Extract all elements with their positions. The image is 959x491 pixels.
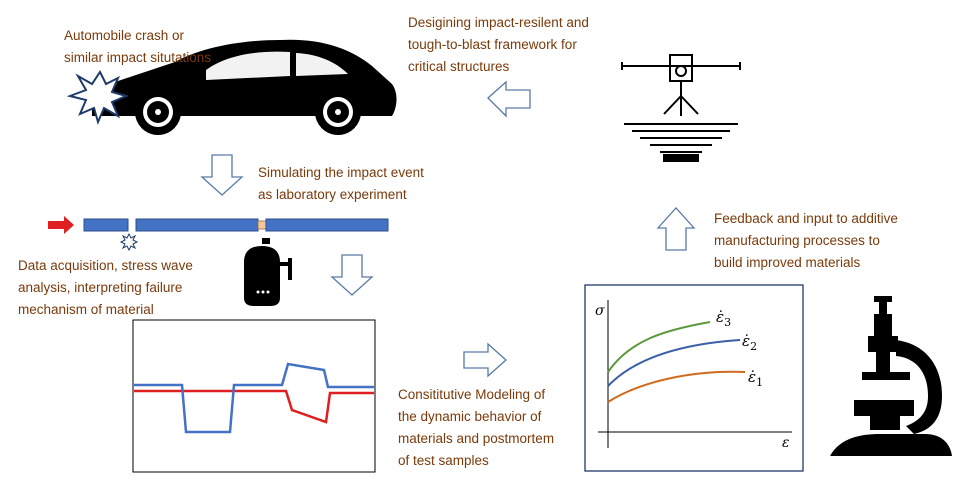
arrow-left	[487, 80, 531, 118]
curve-label-2: ε̇2	[742, 332, 758, 353]
label-modeling: Consititutive Modeling of the dynamic be…	[398, 387, 555, 468]
strain-gauge-amplifier-icon	[244, 238, 292, 306]
label-designing: Desigining impact-resilent and tough-to-…	[408, 15, 589, 74]
incident-wave	[134, 362, 374, 434]
incident-bar	[135, 218, 259, 232]
curve-rate-1	[607, 370, 746, 403]
label-crash: Automobile crash or similar impact situt…	[64, 28, 212, 65]
curve-rate-3	[607, 321, 711, 373]
curve-label-1: ε̇1	[748, 368, 764, 389]
striker-bar	[83, 218, 129, 232]
y-axis-symbol: σ	[595, 303, 605, 319]
specimen	[257, 220, 267, 230]
transmitted-bar	[265, 218, 389, 232]
arrow-right	[463, 342, 507, 378]
impactor-arrow	[48, 216, 74, 234]
curve-label-3: ε̇3	[716, 308, 732, 329]
small-impact-burst-icon	[119, 232, 139, 252]
reflected-wave	[134, 389, 374, 424]
x-axis-symbol: ε	[782, 435, 790, 451]
stress-strain-plot	[584, 284, 804, 472]
label-feedback: Feedback and input to additive manufactu…	[714, 211, 898, 270]
arrow-down-signal	[331, 254, 373, 296]
arrow-up-feedback	[656, 207, 696, 251]
curve-rate-2	[607, 339, 741, 387]
label-acquisition: Data acquisition, stress wave analysis, …	[18, 258, 193, 317]
car-icon	[92, 39, 397, 135]
arrow-down-simulating	[201, 154, 243, 196]
label-simulating: Simulating the impact event as laborator…	[258, 165, 424, 202]
microscope-icon	[830, 296, 952, 456]
hopkinson-bar-setup	[48, 216, 389, 252]
signal-plot	[132, 319, 376, 473]
3d-printer-icon	[621, 54, 741, 162]
crash-burst-icon	[66, 70, 129, 125]
